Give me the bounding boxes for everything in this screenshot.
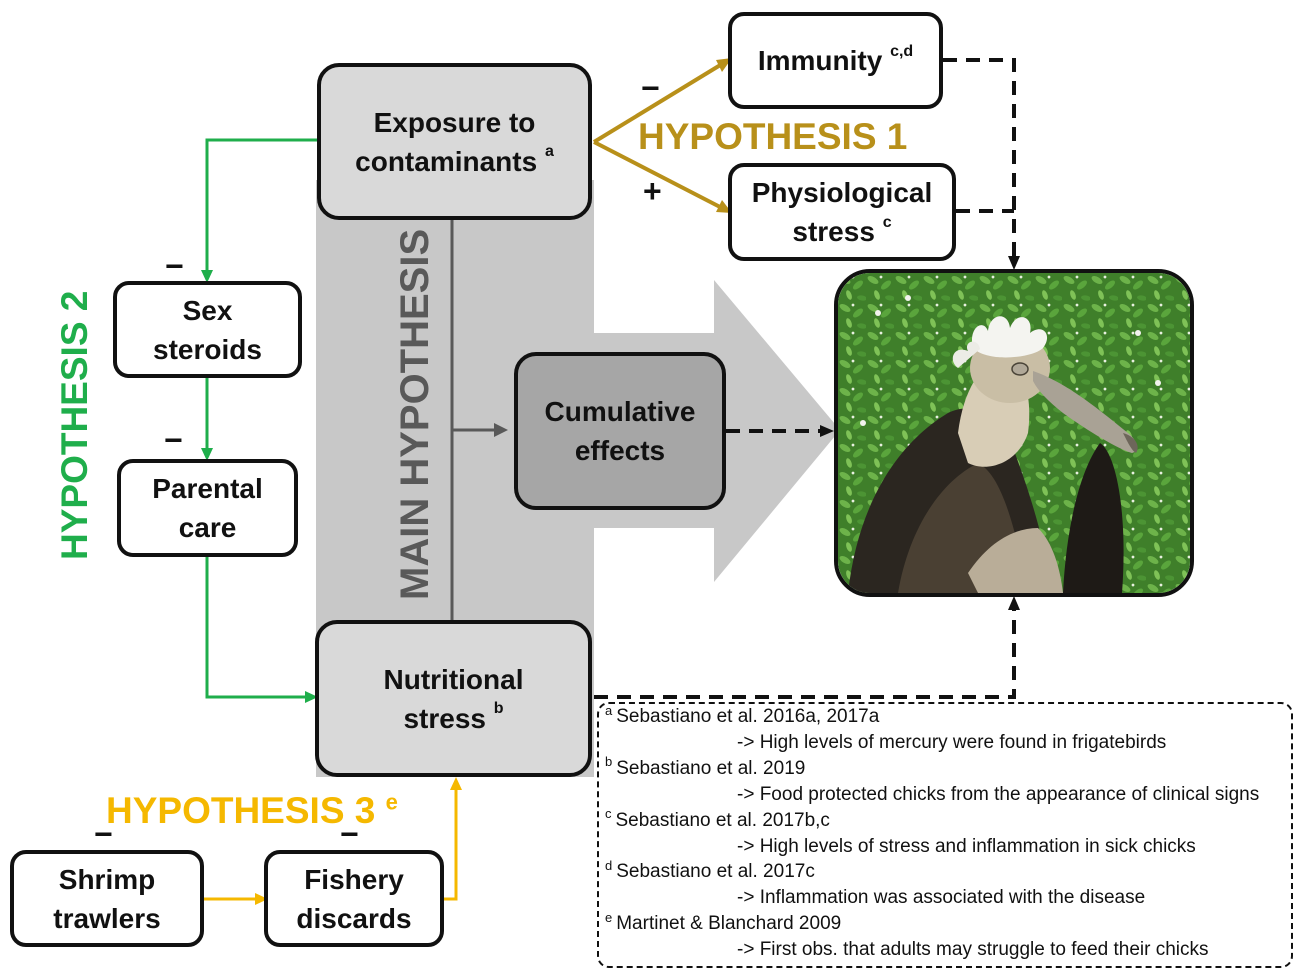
sex-steroids-minus-sign: − — [165, 248, 184, 284]
parental-care-minus-sign: − — [164, 422, 183, 458]
fishery-minus-sign: − — [340, 816, 359, 852]
frigatebird-illustration — [838, 273, 1190, 593]
physiological-plus-sign: + — [643, 173, 662, 209]
frigatebird-chick-photo — [834, 269, 1194, 597]
immunity-minus-sign: − — [641, 70, 660, 106]
immunity-box: Immunity c,d — [728, 12, 943, 109]
shrimp-minus-sign: − — [94, 816, 113, 852]
hypothesis-1-label: HYPOTHESIS 1 — [638, 116, 908, 157]
hypothesis-3-label: HYPOTHESIS 3 e — [106, 789, 398, 831]
